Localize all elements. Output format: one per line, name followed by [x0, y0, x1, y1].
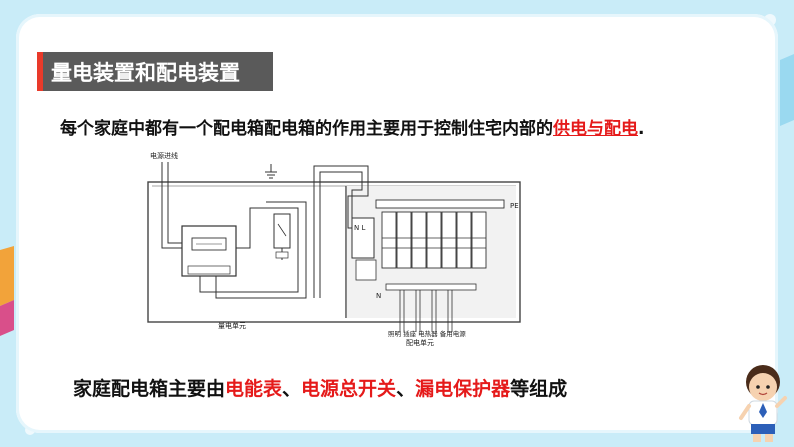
- label-n: N: [376, 292, 381, 300]
- conclusion-sep1: 、: [282, 378, 302, 400]
- title-bar: 量电装置和配电装置: [37, 52, 273, 91]
- intro-before: 每个家庭中都有一个配电箱配电箱的作用主要用于控制住宅内部的: [60, 119, 553, 139]
- label-n-l: N L: [354, 224, 365, 232]
- label-distribution-unit: 配电单元: [406, 338, 434, 346]
- intro-after: .: [638, 119, 645, 139]
- label-circuits: 照明 插座 电热器 备用电源: [388, 329, 466, 338]
- item-energy-meter: 电能表: [225, 378, 283, 400]
- title-accent: [37, 52, 43, 91]
- item-leakage-protector: 漏电保护器: [415, 378, 511, 400]
- student-illustration: [739, 365, 787, 442]
- conclusion-prefix: 家庭配电箱主要由: [73, 378, 226, 400]
- main-switch: [273, 213, 291, 249]
- item-main-switch: 电源总开关: [301, 378, 397, 400]
- label-metering-unit: 量电单元: [218, 321, 246, 330]
- intro-highlight: 供电与配电: [553, 119, 638, 139]
- conclusion-suffix: 等组成: [510, 378, 568, 400]
- label-power-in: 电源进线: [150, 151, 178, 160]
- conclusion-text: 家庭配电箱主要由电能表、电源总开关、漏电保护器等组成: [73, 374, 567, 401]
- slide-title: 量电装置和配电装置: [51, 61, 240, 85]
- label-pe: PE: [510, 202, 519, 210]
- conclusion-sep2: 、: [396, 378, 416, 400]
- breaker-row: [381, 211, 487, 269]
- distribution-box-diagram: 电源进线 PE N L N: [147, 151, 521, 346]
- intro-text: 每个家庭中都有一个配电箱配电箱的作用主要用于控制住宅内部的供电与配电.: [60, 114, 644, 139]
